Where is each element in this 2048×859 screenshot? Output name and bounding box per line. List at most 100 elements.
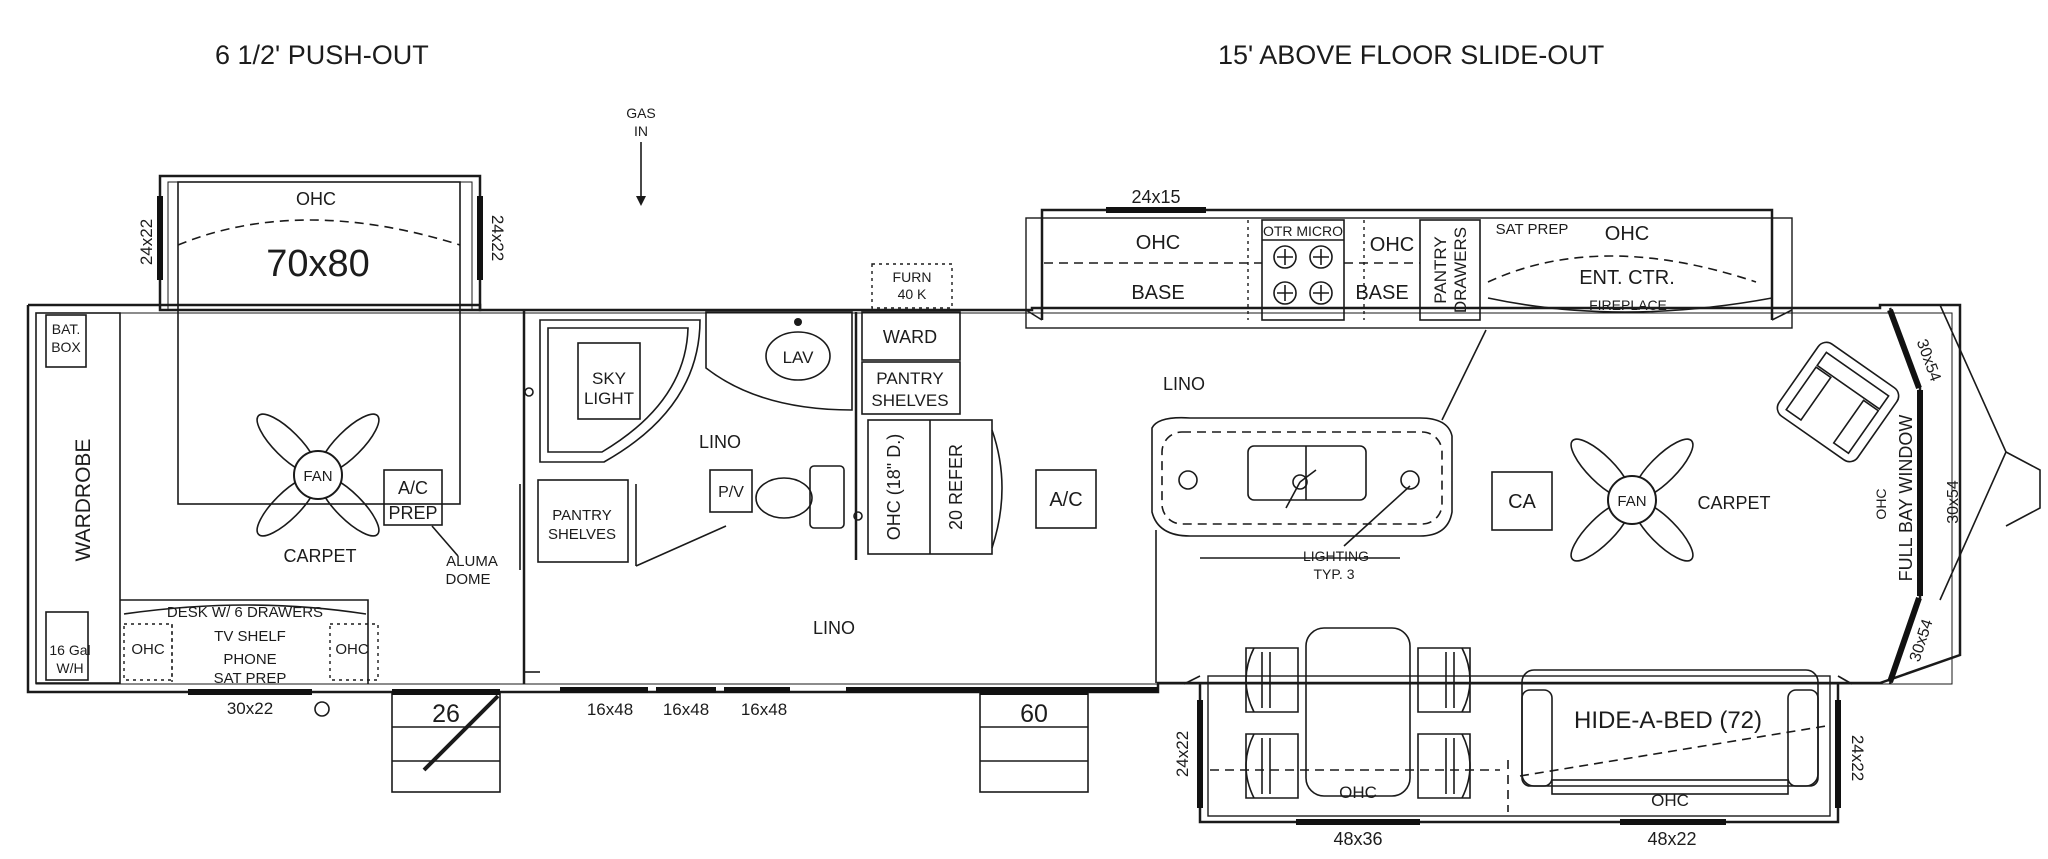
ca-label: CA [1508, 491, 1536, 513]
faucet-island-icon [1292, 474, 1308, 490]
bath-pantry-label-2: SHELVES [548, 526, 616, 543]
toilet-pv-label: P/V [718, 484, 744, 501]
ac-prep-box [383, 469, 443, 526]
kitchen-slide-inner [1025, 217, 1793, 329]
kitchen-slide-shell [1040, 208, 1774, 320]
water-heater-label: 16 Gal [49, 642, 90, 658]
desk-label: DESK W/ 6 DRAWERS [167, 604, 323, 621]
hall-lino-label: LINO [813, 618, 855, 638]
lighting-label: LIGHTING [1303, 548, 1369, 564]
bath-door-swing [635, 525, 727, 567]
dining-slide-right-edge [1837, 675, 1853, 685]
dining-window-right-label: 24x22 [1848, 735, 1867, 781]
slideout-heading: 15' ABOVE FLOOR SLIDE-OUT [1218, 40, 1604, 70]
desk-outline [120, 599, 369, 684]
hide-a-bed-sofa [1521, 669, 1819, 795]
kitchen-base1-label: BASE [1131, 282, 1184, 304]
kitchen-window-top-label: 24x15 [1131, 187, 1180, 207]
hall-window-1-label: 16x48 [587, 700, 633, 719]
dining-table-icon [1245, 627, 1471, 799]
kitchen-ohc2-label: OHC [1370, 234, 1414, 256]
chair-icon [1417, 733, 1471, 799]
chair-icon [1417, 647, 1471, 713]
bath-pantry-label: PANTRY [552, 507, 611, 524]
bedroom-window-bottom-label: 30x22 [227, 699, 273, 718]
desk-ohc-right-box [329, 623, 379, 681]
dining-window-bottom-right-label: 48x22 [1647, 829, 1696, 849]
lighting-leader [1343, 485, 1411, 547]
pushout-window-right-label: 24x22 [488, 215, 507, 261]
bed-size-label: 70x80 [266, 243, 370, 285]
furnace-label-2: 40 K [898, 286, 927, 302]
toilet-bowl-icon [755, 477, 813, 519]
bath-pantry [537, 479, 629, 563]
dining-ohc-label: OHC [1339, 783, 1377, 802]
pantry-shelves-cabinet [861, 361, 961, 415]
pantry-shelves-label: PANTRY [876, 369, 943, 388]
aluma-dome-label-2: DOME [446, 571, 491, 588]
sofa-ohc-label: OHC [1651, 791, 1689, 810]
bath-lino-label: LINO [699, 432, 741, 452]
refer-door-swing [991, 429, 1003, 549]
light-right-icon [1400, 470, 1420, 490]
sat-prep-label: SAT PREP [1496, 221, 1569, 238]
hitch-tongue-icon [2005, 451, 2041, 527]
furnace-label: FURN [893, 269, 932, 285]
gas-label: GAS [626, 105, 656, 121]
chair-icon [1245, 647, 1299, 713]
skylight-label: SKY [592, 369, 626, 388]
hall-ac-label: A/C [1049, 489, 1082, 511]
ohc-18-label: OHC (18" D.) [884, 434, 904, 540]
pantry-drawers [1419, 219, 1481, 321]
entry-step-right [979, 689, 1089, 793]
battery-box [45, 314, 87, 368]
entry-step-left [391, 689, 501, 793]
door-knob-icon [853, 511, 863, 521]
lighting-label-2: TYP. 3 [1314, 566, 1355, 582]
sofa-ohc-divider [1519, 725, 1827, 777]
toilet-tank-icon [809, 465, 845, 529]
pantry-drawers-label: PANTRY [1431, 236, 1450, 303]
island-leader [1441, 329, 1487, 421]
lavatory-sink-icon [765, 331, 831, 381]
desk-ohc-left-label: OHC [131, 641, 165, 658]
fireplace-label: FIREPLACE [1589, 297, 1667, 313]
battery-box-label-2: BOX [51, 339, 81, 355]
bedroom-ohc-arc [177, 219, 461, 246]
kitchen-ohc1-label: OHC [1136, 232, 1180, 254]
faucet-icon [794, 318, 802, 326]
desk-curve [123, 604, 367, 615]
living-ceiling-fan-icon [1570, 438, 1694, 562]
dining-slide-inner [1207, 675, 1831, 817]
gas-label-in: IN [634, 123, 648, 139]
living-lino-label: LINO [1163, 374, 1205, 394]
battery-box-label: BAT. [52, 321, 81, 337]
fireplace-curve [1487, 297, 1773, 313]
dining-window-bottom-left-label: 48x36 [1333, 829, 1382, 849]
hide-a-bed-label: HIDE-A-BED (72) [1574, 707, 1762, 734]
pantry-shelves-label-2: SHELVES [871, 391, 948, 410]
sat-prep-label: SAT PREP [214, 670, 287, 687]
kitchen-ohc3-label: OHC [1605, 223, 1649, 245]
light-left-icon [1178, 470, 1198, 490]
hall-window-2-label: 16x48 [663, 700, 709, 719]
kitchen-island [1151, 416, 1453, 537]
hall-ac-box [1035, 469, 1097, 529]
pushout-heading: 6 1/2' PUSH-OUT [215, 40, 429, 70]
ent-ctr-arc [1487, 255, 1757, 283]
bedroom-fan-label: FAN [303, 468, 332, 485]
ent-ctr-label: ENT. CTR. [1579, 267, 1675, 289]
skylight-label-2: LIGHT [584, 389, 634, 408]
island-sink-icon [1247, 445, 1367, 501]
desk-ohc-left-box [123, 623, 173, 681]
entry-step-left-label: 26 [432, 700, 460, 728]
hitch-icon [1939, 304, 2007, 601]
aluma-dome-label: ALUMA [446, 553, 498, 570]
lav-label: LAV [783, 348, 815, 367]
kitchen-base2-label: BASE [1355, 282, 1408, 304]
dining-slide-left-edge [1183, 675, 1201, 685]
pantry-drawers-label-2: DRAWERS [1451, 227, 1470, 313]
lavatory-counter [705, 311, 853, 411]
exterior-light-icon [314, 701, 330, 717]
gas-inlet: GAS IN [626, 105, 656, 206]
